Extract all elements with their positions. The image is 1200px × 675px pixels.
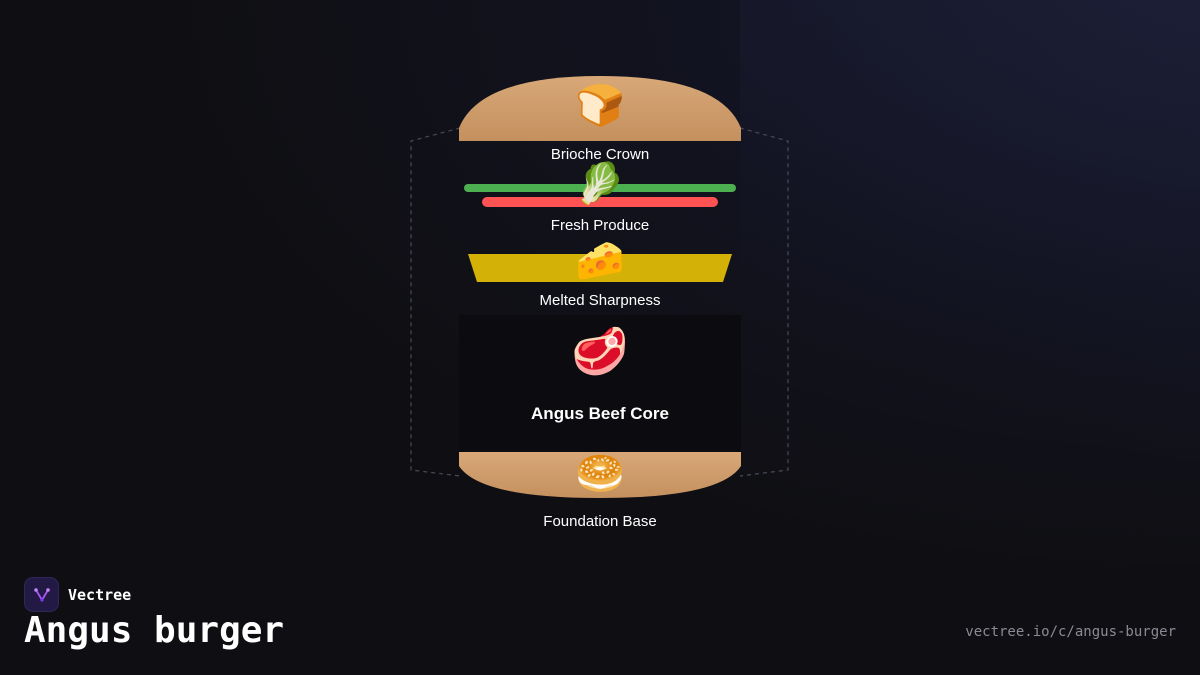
top-bun-shape (459, 76, 741, 141)
lettuce-icon: 🥬 (575, 162, 625, 206)
brand-name: Vectree (68, 585, 132, 604)
dashed-outline (410, 127, 789, 477)
top-bun-label: Brioche Crown (550, 146, 650, 163)
cheese-label: Melted Sharpness (539, 292, 661, 309)
page-title: Angus burger (24, 610, 285, 651)
bottom-bun-shape (459, 452, 741, 498)
bagel-icon: 🥯 (575, 452, 625, 496)
brand[interactable]: Vectree (24, 577, 131, 612)
vectree-logo-icon (24, 577, 59, 612)
bread-icon: 🍞 (575, 84, 625, 128)
produce-label: Fresh Produce (550, 217, 650, 234)
lettuce-bar (464, 184, 736, 192)
patty-shape (459, 315, 741, 452)
cheese-icon: 🧀 (575, 239, 625, 283)
burger-shapes (410, 76, 789, 498)
steak-icon: 🥩 (571, 325, 629, 377)
patty-label: Angus Beef Core (531, 404, 669, 423)
bottom-bun-label: Foundation Base (543, 513, 657, 530)
page-url-link[interactable]: vectree.io/c/angus-burger (965, 624, 1176, 640)
cheese-shape (468, 254, 732, 282)
tomato-bar (482, 197, 718, 207)
burger-diagram: 🍞 Brioche Crown 🥬 Fresh Produce 🧀 Melted… (410, 76, 789, 530)
